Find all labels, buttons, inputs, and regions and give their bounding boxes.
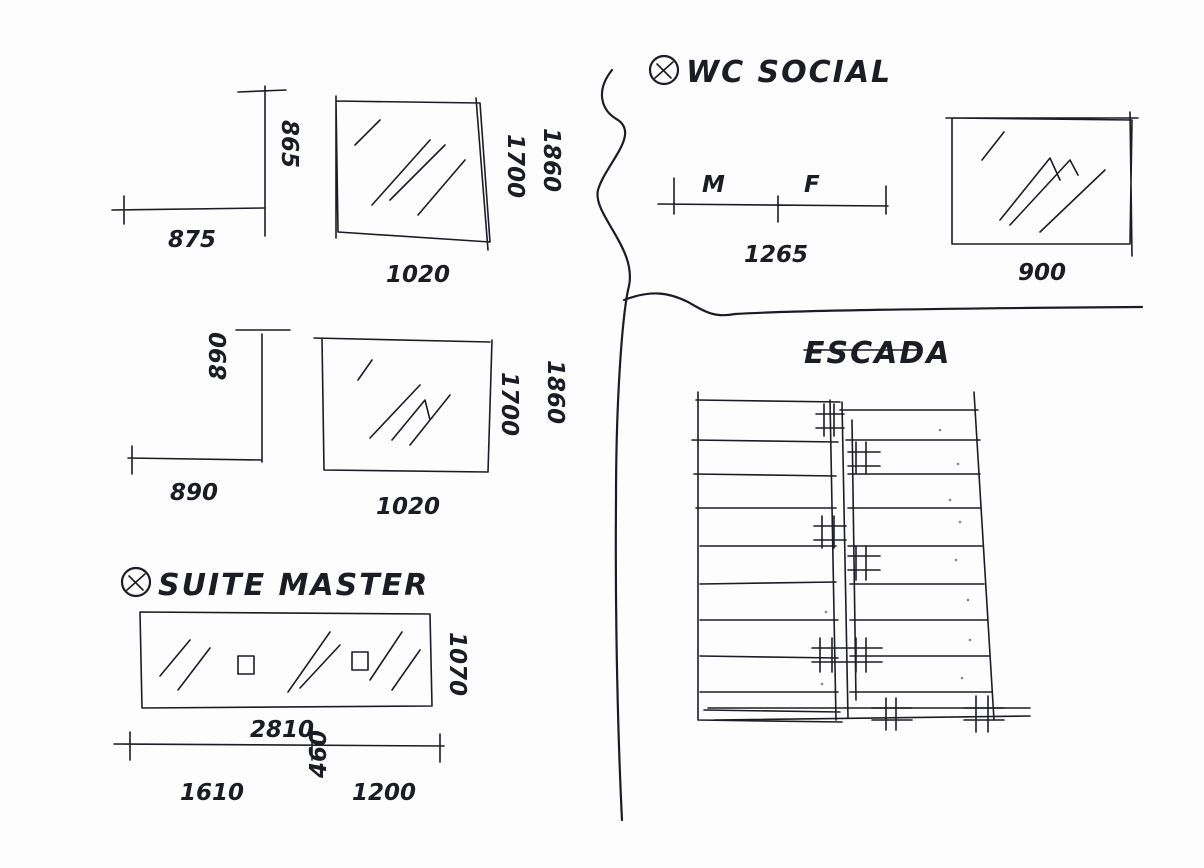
wc-social-label-m: M	[702, 172, 725, 198]
suite-master-bullet-icon	[120, 566, 152, 598]
suite-master-window-height: 1070	[444, 632, 470, 696]
bath-2-window	[313, 337, 493, 473]
bath-1-corner-dimension	[111, 85, 287, 237]
wc-social-width-dimension: 1265	[744, 242, 808, 268]
suite-master-window-width: 2810	[250, 717, 314, 743]
bath-1-window-width: 1020	[386, 262, 450, 288]
suite-master-right-dimension: 1200	[352, 780, 416, 806]
bath-2-window-width: 1020	[376, 494, 440, 520]
bath-1-horizontal-dimension: 875	[168, 227, 216, 253]
suite-master-dimension-line	[113, 723, 445, 763]
vertical-divider-line	[596, 68, 631, 822]
suite-master-window	[139, 611, 433, 709]
horizontal-divider-line	[622, 292, 1144, 317]
escada-heading: ESCADA	[804, 336, 951, 371]
bath-1-sill-height: 1860	[538, 128, 564, 192]
wc-social-label-f: F	[804, 172, 820, 198]
suite-master-heading: SUITE MASTER	[158, 568, 429, 603]
bath-2-sill-height: 1860	[542, 360, 568, 424]
stair-drawing	[691, 391, 1031, 733]
bath-2-vertical-dimension: 890	[206, 332, 232, 380]
suite-master-window-handle-icon	[237, 655, 255, 675]
wc-social-window-width: 900	[1018, 260, 1066, 286]
suite-master-window-handle-icon	[351, 651, 369, 671]
bath-2-corner-dimension	[127, 329, 291, 475]
wc-social-dimension-line	[657, 177, 889, 223]
bath-1-vertical-dimension: 865	[276, 120, 302, 168]
wc-social-bullet-icon	[648, 54, 680, 86]
wc-social-heading: WC SOCIAL	[686, 55, 892, 90]
bath-2-window-height: 1700	[496, 372, 522, 436]
wc-social-window	[945, 111, 1139, 257]
bath-1-window-height: 1700	[502, 134, 528, 198]
bath-1-window	[335, 95, 491, 251]
bath-2-horizontal-dimension: 890	[170, 480, 218, 506]
suite-master-left-dimension: 1610	[180, 780, 244, 806]
suite-master-center-dimension: 460	[306, 730, 332, 779]
